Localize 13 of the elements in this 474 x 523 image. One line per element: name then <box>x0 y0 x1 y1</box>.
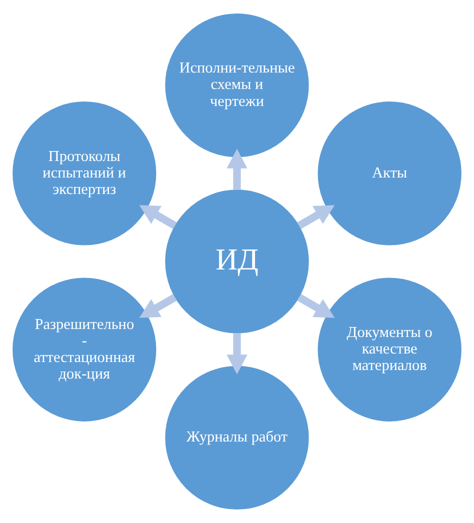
node-circle: ИД <box>165 190 309 334</box>
arrow <box>297 294 335 318</box>
node-circle: Протоколы испытаний и экспертиз <box>12 102 156 246</box>
node-circle: Журналы работ <box>165 366 309 510</box>
arrow <box>226 333 248 374</box>
node-circle: Разрешительно - аттестационная док-ция <box>12 278 156 422</box>
arrow <box>226 148 248 190</box>
node-circle: Исполни-тельные схемы и чертежи <box>165 13 309 158</box>
node-circle: Документы о качестве материалов <box>318 278 462 422</box>
node-circle: Акты <box>318 102 462 246</box>
arrow <box>139 205 177 229</box>
arrow <box>139 294 177 318</box>
arrow <box>297 205 335 229</box>
